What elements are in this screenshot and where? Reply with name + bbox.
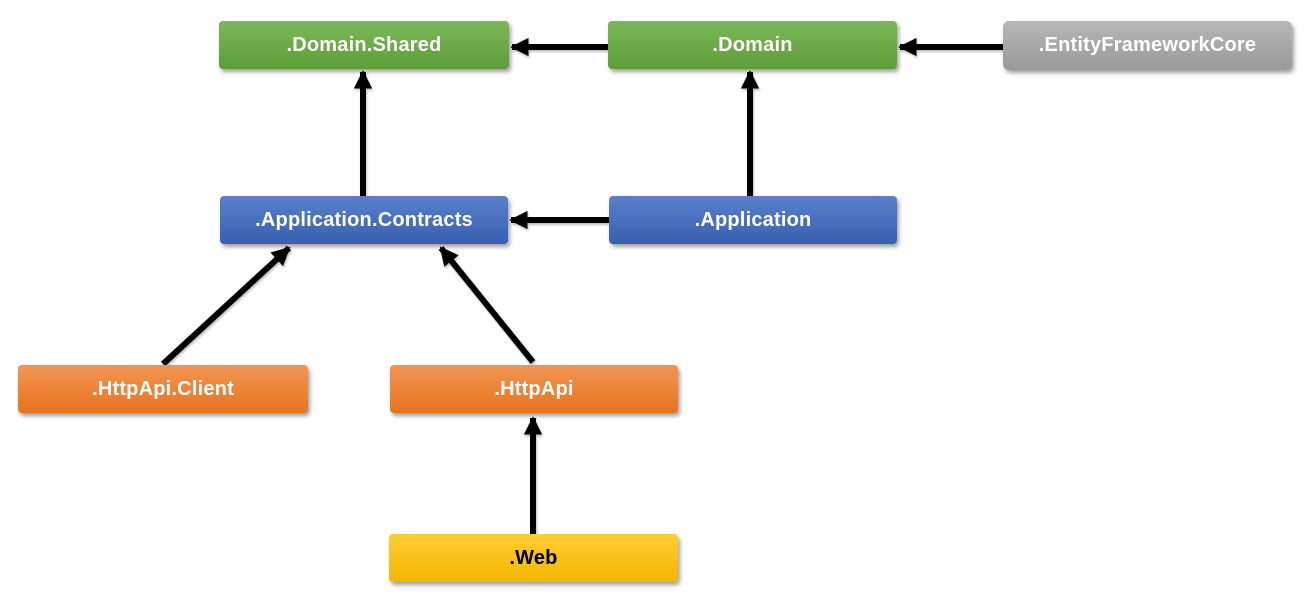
- node-domain: .Domain: [608, 21, 897, 69]
- node-entityframeworkcore: .EntityFrameworkCore: [1003, 21, 1292, 70]
- node-httpapi-client-label: .HttpApi.Client: [92, 377, 234, 400]
- node-domain-label: .Domain: [712, 33, 793, 56]
- node-domain-shared: .Domain.Shared: [219, 21, 509, 69]
- node-web-label: .Web: [509, 546, 558, 569]
- node-httpapi-client: .HttpApi.Client: [18, 365, 308, 413]
- node-httpapi-label: .HttpApi: [494, 377, 574, 400]
- edge-httpapi-to-application-contracts-arrow: [438, 246, 536, 364]
- node-httpapi: .HttpApi: [390, 365, 678, 413]
- node-application-contracts: .Application.Contracts: [220, 196, 508, 244]
- node-application-contracts-label: .Application.Contracts: [255, 208, 473, 231]
- node-entityframeworkcore-label: .EntityFrameworkCore: [1038, 34, 1257, 56]
- node-application: .Application: [609, 196, 897, 244]
- node-web: .Web: [389, 534, 678, 582]
- edge-httpapi-client-to-application-contracts-arrow: [160, 245, 292, 367]
- node-application-label: .Application: [694, 208, 812, 231]
- node-domain-shared-label: .Domain.Shared: [286, 33, 442, 56]
